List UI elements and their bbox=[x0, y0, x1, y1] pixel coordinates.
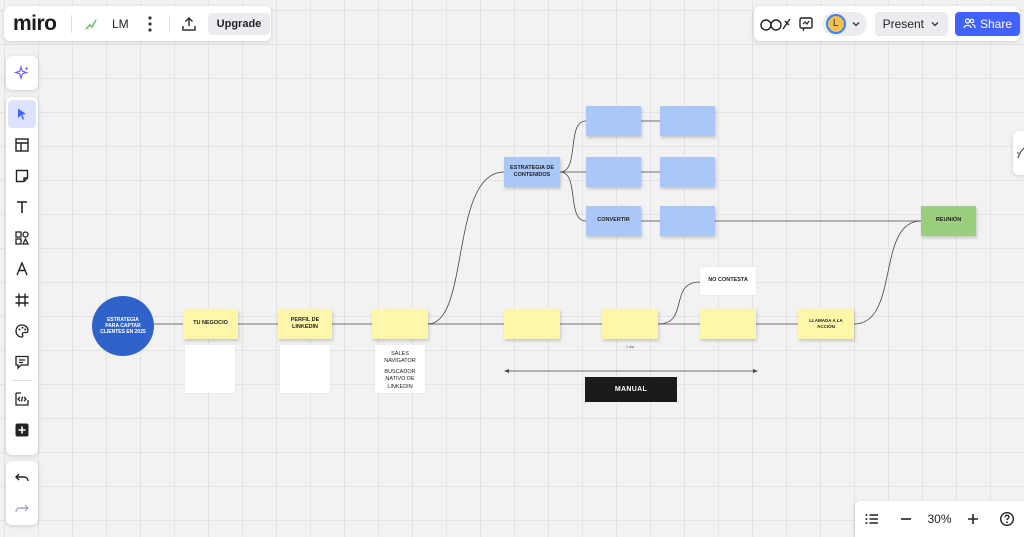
palette-icon[interactable] bbox=[8, 317, 36, 345]
arrow-head-left bbox=[504, 369, 509, 373]
connector-llamada-reunion bbox=[853, 220, 922, 325]
side-panel-tab[interactable] bbox=[1013, 131, 1024, 175]
sticky-blue-r1c2[interactable] bbox=[660, 106, 715, 136]
connector-estrategia-blue1 bbox=[559, 120, 587, 173]
manual-label-box[interactable]: MANUAL bbox=[585, 377, 677, 402]
sticky-step-3[interactable] bbox=[700, 309, 756, 339]
more-options-icon[interactable] bbox=[137, 11, 163, 37]
users-icon bbox=[963, 18, 976, 29]
reactions-icon[interactable] bbox=[760, 11, 792, 37]
ai-toolbar bbox=[6, 56, 38, 90]
embed-icon[interactable] bbox=[8, 385, 36, 413]
divider bbox=[168, 14, 170, 33]
undo-icon[interactable] bbox=[8, 464, 36, 492]
sticky-blue-r3c2[interactable] bbox=[660, 206, 715, 236]
sticky-blue-r2c2[interactable] bbox=[660, 157, 715, 187]
user-menu[interactable]: L bbox=[822, 11, 867, 36]
miro-logo[interactable]: miro bbox=[13, 11, 57, 35]
sticky-reunion-label: REUNIÓN bbox=[935, 217, 962, 224]
present-button[interactable]: Present bbox=[874, 11, 948, 36]
step-2-caption: 1 día bbox=[626, 345, 634, 349]
sticky-convertir[interactable]: CONVERTIR bbox=[586, 206, 641, 236]
list-view-icon[interactable] bbox=[859, 506, 885, 532]
toolbar-divider bbox=[11, 380, 33, 381]
sticky-estrategia-label: ESTRATEGIA DE CONTENIDOS bbox=[509, 164, 554, 178]
top-left-toolbar: miro LM Upgrade bbox=[4, 6, 271, 41]
zoom-toolbar: 30% bbox=[855, 501, 1024, 537]
text-icon[interactable] bbox=[8, 193, 36, 221]
sticky-llamada-label: LLAMADA A LA ACCIÓN bbox=[809, 318, 843, 329]
arrow-head-right bbox=[753, 369, 758, 373]
export-icon[interactable] bbox=[176, 11, 202, 37]
zoom-out-icon[interactable] bbox=[893, 506, 919, 532]
sticky-estrategia-contenidos[interactable]: ESTRATEGIA DE CONTENIDOS bbox=[504, 157, 560, 187]
white-note-negocio[interactable] bbox=[185, 345, 235, 393]
connector-to-no-contesta bbox=[657, 281, 701, 325]
sticky-perfil-label: PERFIL DE LINKEDIN bbox=[290, 316, 320, 330]
white-note-perfil[interactable] bbox=[280, 345, 330, 393]
help-icon[interactable] bbox=[994, 506, 1020, 532]
frame-icon[interactable] bbox=[8, 286, 36, 314]
add-icon[interactable] bbox=[8, 416, 36, 444]
buscador-linkedin-text: BUSCADOR NATIVO DE LINKEDIN bbox=[384, 369, 416, 390]
sticky-step-1[interactable] bbox=[504, 309, 560, 339]
connector-to-estrategia bbox=[427, 171, 505, 325]
expand-icon bbox=[1017, 147, 1024, 159]
present-label: Present bbox=[882, 16, 924, 31]
comment-icon[interactable] bbox=[8, 348, 36, 376]
divider bbox=[71, 14, 72, 33]
white-note-sales[interactable] bbox=[375, 345, 425, 393]
sticky-no-contesta-label: NO CONTESTA bbox=[708, 277, 748, 284]
creation-toolbar bbox=[6, 97, 38, 455]
redo-icon[interactable] bbox=[8, 495, 36, 523]
manual-label: MANUAL bbox=[614, 386, 648, 393]
select-icon[interactable] bbox=[8, 100, 36, 128]
zoom-level[interactable]: 30% bbox=[927, 512, 952, 526]
connector-estrategia-convertir bbox=[559, 171, 587, 222]
top-right-toolbar: L Present Share bbox=[754, 6, 1020, 41]
share-button[interactable]: Share bbox=[954, 11, 1020, 36]
avatar: L bbox=[825, 13, 846, 34]
sticky-step-2[interactable] bbox=[602, 309, 658, 339]
sales-navigator-text: SALES NAVIGATOR bbox=[384, 351, 416, 365]
sticky-tu-negocio-label: TU NEGOCIO bbox=[193, 320, 228, 327]
sticky-no-contesta[interactable]: NO CONTESTA bbox=[700, 267, 756, 295]
sticky-reunion[interactable]: REUNIÓN bbox=[921, 206, 976, 236]
sticky-llamada-accion[interactable]: LLAMADA A LA ACCIÓN bbox=[798, 309, 854, 339]
history-toolbar bbox=[6, 461, 38, 525]
sparkle-icon[interactable] bbox=[8, 59, 36, 87]
sticky-blue-r2c1[interactable] bbox=[586, 157, 641, 187]
share-label: Share bbox=[979, 16, 1012, 31]
shapes-icon[interactable] bbox=[8, 224, 36, 252]
strategy-circle-label: ESTRATEGIA PARA CAPTAR CLIENTES EN 2025 bbox=[100, 316, 146, 336]
sticky-perfil-linkedin[interactable]: PERFIL DE LINKEDIN bbox=[278, 309, 332, 339]
board-icon[interactable] bbox=[78, 11, 104, 37]
template-icon[interactable] bbox=[8, 131, 36, 159]
strategy-circle[interactable]: ESTRATEGIA PARA CAPTAR CLIENTES EN 2025 bbox=[92, 296, 154, 356]
chevron-down-icon bbox=[931, 21, 939, 26]
chevron-down-icon bbox=[852, 21, 860, 26]
sticky-blue-r1c1[interactable] bbox=[586, 106, 641, 136]
sticky-tu-negocio[interactable]: TU NEGOCIO bbox=[183, 309, 238, 339]
upgrade-button[interactable]: Upgrade bbox=[207, 12, 271, 35]
sticky-sales-tools[interactable] bbox=[372, 309, 428, 339]
presentation-chat-icon[interactable] bbox=[798, 11, 815, 37]
sticky-note-icon[interactable] bbox=[8, 162, 36, 190]
board-name[interactable]: LM bbox=[112, 16, 129, 31]
sticky-convertir-label: CONVERTIR bbox=[597, 217, 630, 224]
zoom-in-icon[interactable] bbox=[960, 506, 986, 532]
pen-icon[interactable] bbox=[8, 255, 36, 283]
